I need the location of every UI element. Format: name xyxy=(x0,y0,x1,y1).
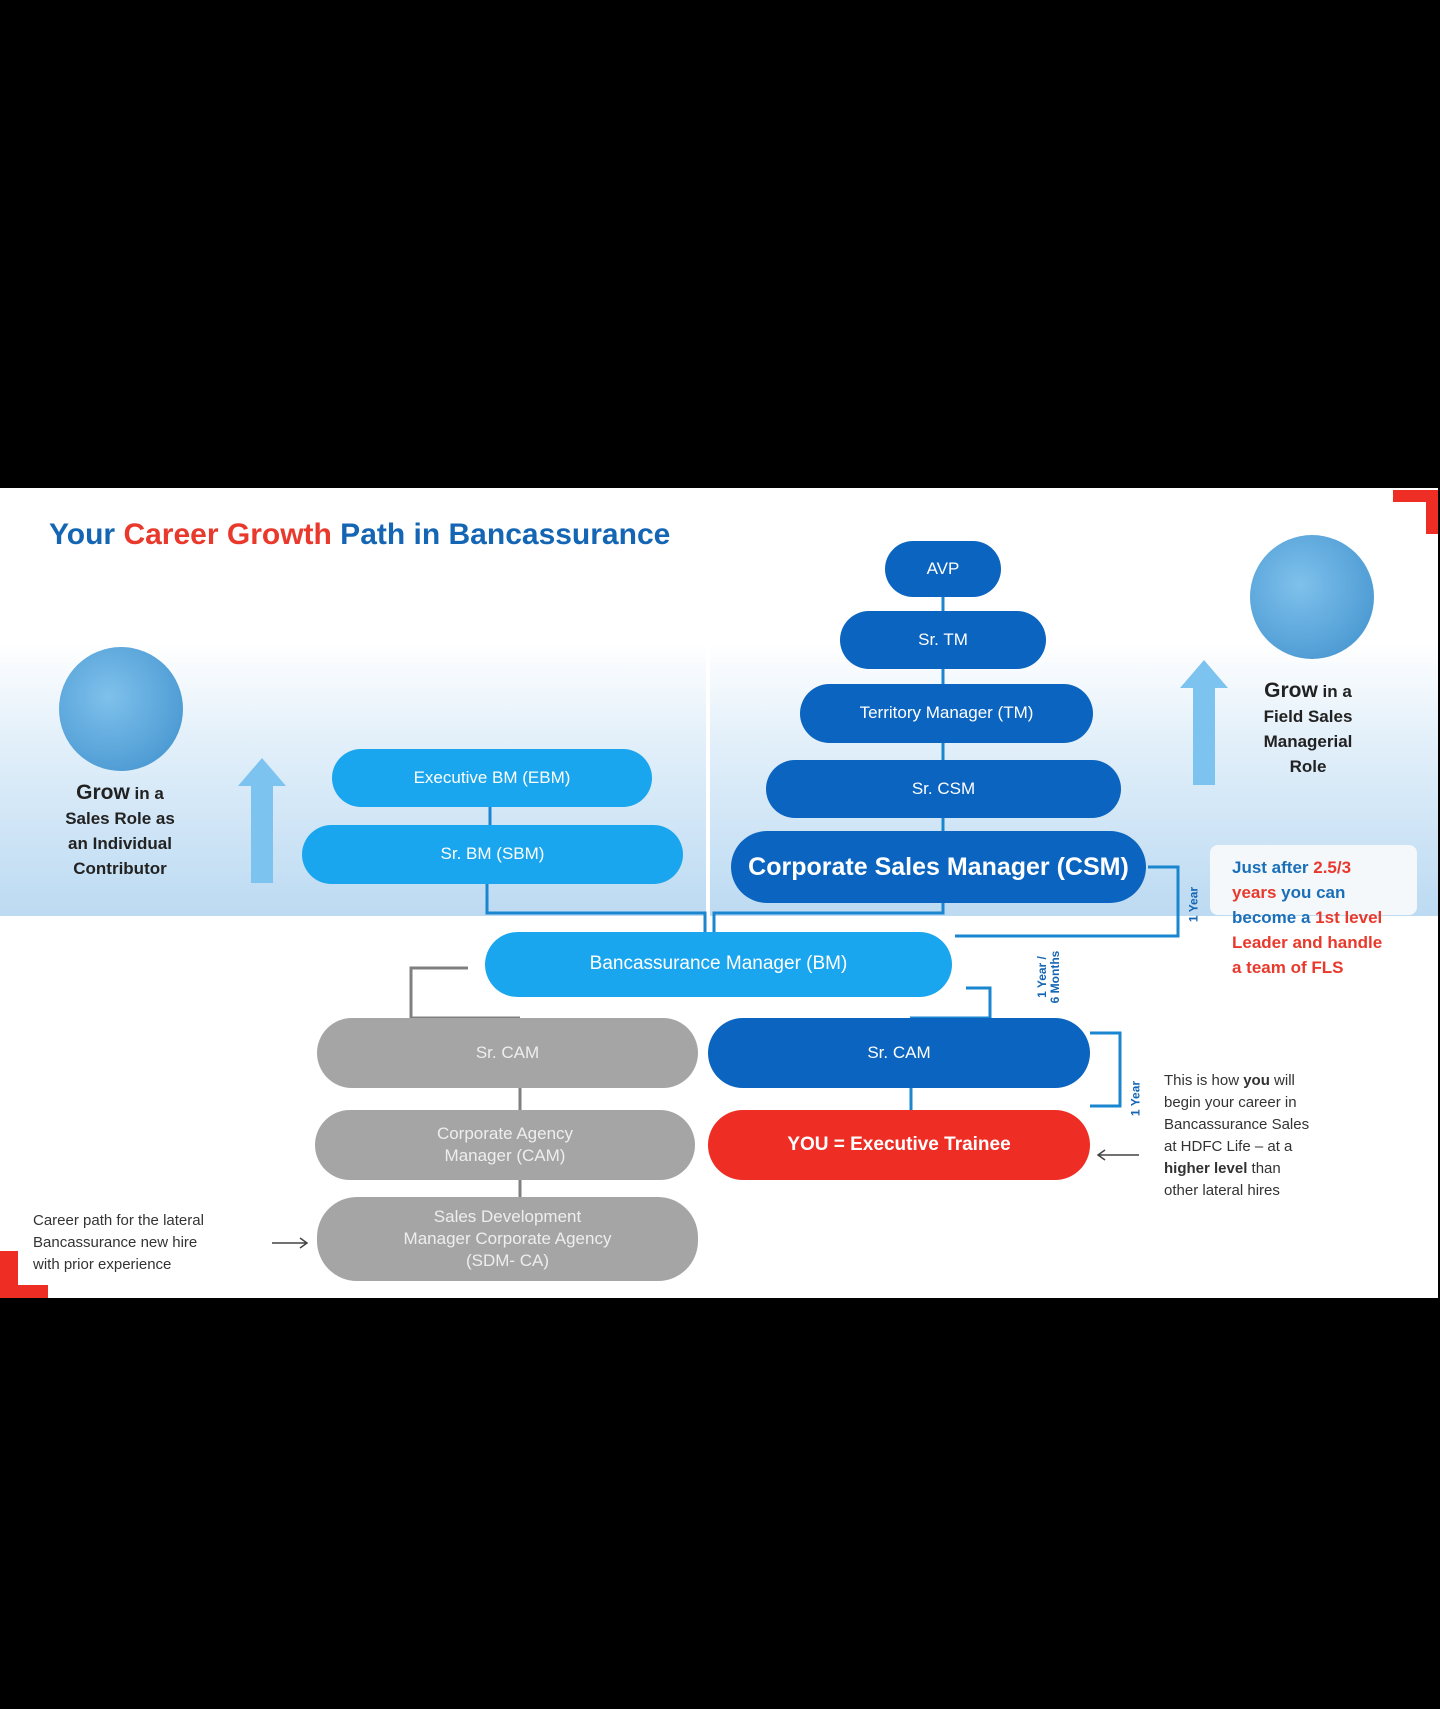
role-sr-cam-lateral: Sr. CAM xyxy=(317,1018,698,1088)
up-arrow-icon xyxy=(1180,660,1228,785)
you-note: This is how you will begin your career i… xyxy=(1164,1072,1310,1199)
duration-bm: 1 Year /6 Months xyxy=(1035,950,1062,1004)
role-avp: AVP xyxy=(885,541,1001,597)
role-ebm: Executive BM (EBM) xyxy=(332,749,652,807)
role-sr-cam: Sr. CAM xyxy=(708,1018,1090,1088)
up-arrow-icon xyxy=(238,758,286,883)
role-tm: Territory Manager (TM) xyxy=(800,684,1093,743)
field-sales-illustration xyxy=(1250,535,1374,659)
role-bm: Bancassurance Manager (BM) xyxy=(485,932,952,997)
page-title: Your Career Growth Path in Bancassurance xyxy=(49,518,671,551)
duration-csm: 1 Year xyxy=(1186,886,1201,923)
individual-contributor-illustration xyxy=(59,647,183,771)
duration-sr-cam: 1 Year xyxy=(1128,1080,1143,1117)
corner-accent-bottom-v xyxy=(0,1251,18,1298)
corner-accent-top-v xyxy=(1426,490,1438,534)
career-path-slide: Your Career Growth Path in Bancassurance xyxy=(0,488,1438,1298)
leadership-callout: Just after 2.5/3 years you can become a … xyxy=(1232,858,1383,977)
role-sr-tm: Sr. TM xyxy=(840,611,1046,669)
role-you-executive-trainee: YOU = Executive Trainee xyxy=(708,1110,1090,1180)
callout-box xyxy=(1210,845,1417,915)
role-csm: Corporate Sales Manager (CSM) xyxy=(731,831,1146,903)
role-sbm: Sr. BM (SBM) xyxy=(302,825,683,884)
band-divider xyxy=(706,608,710,918)
role-sr-csm: Sr. CSM xyxy=(766,760,1121,818)
